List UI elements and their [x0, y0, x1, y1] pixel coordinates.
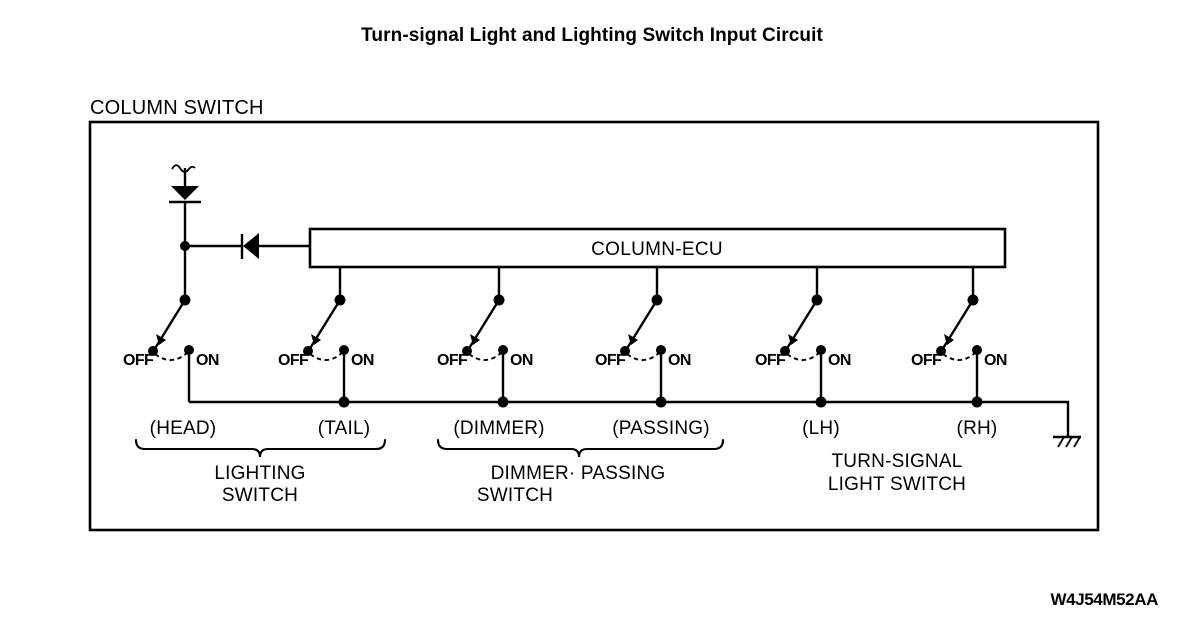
switch-dimmer-off-label: OFF — [437, 352, 468, 369]
switch-lh-travel-arc — [786, 351, 821, 361]
switch-head-travel-arc — [154, 351, 189, 361]
group-label-lighting-line1: LIGHTING — [214, 463, 305, 484]
switch-dimmer-terminal: (DIMMER) — [453, 418, 544, 439]
switch-passing-travel-arc — [626, 351, 661, 361]
switch-tail-off-label: OFF — [278, 352, 309, 369]
switch-passing[interactable]: OFF ON (PASSING) — [595, 267, 710, 439]
ground-icon — [1053, 435, 1081, 448]
switch-head[interactable]: OFF ON (HEAD) — [123, 294, 219, 440]
switch-rh-off-label: OFF — [911, 352, 942, 369]
group-label-turnsignal-line1: TURN-SIGNAL — [832, 451, 963, 472]
switch-lh-off-label: OFF — [755, 352, 786, 369]
switch-lh-on-label: ON — [828, 352, 851, 369]
switch-head-arm-arrow — [156, 334, 166, 345]
ground-rail — [189, 400, 1070, 437]
switch-tail-arm-arrow — [311, 334, 321, 345]
switch-head-off-label: OFF — [123, 352, 154, 369]
switch-rh[interactable]: OFF ON (RH) — [911, 267, 1007, 439]
switch-dimmer-on-label: ON — [510, 352, 533, 369]
group-label-turnsignal-line2: LIGHT SWITCH — [828, 474, 966, 495]
switch-rh-on-label: ON — [984, 352, 1007, 369]
switch-lh-terminal: (LH) — [802, 418, 840, 439]
switch-head-on-label: ON — [196, 352, 219, 369]
switch-passing-off-label: OFF — [595, 352, 626, 369]
enclosure-label: COLUMN SWITCH — [90, 97, 264, 119]
switch-dimmer[interactable]: OFF ON (DIMMER) — [437, 267, 545, 439]
group-label-dimmer-line2: SWITCH — [477, 485, 553, 506]
switch-head-terminal: (HEAD) — [150, 418, 217, 439]
switch-lh[interactable]: OFF ON (LH) — [755, 267, 851, 439]
page-title: Turn-signal Light and Lighting Switch In… — [361, 25, 823, 46]
switch-passing-terminal: (PASSING) — [612, 418, 710, 439]
column-ecu-box — [308, 227, 1007, 269]
group-brace-dimmer-passing — [436, 438, 725, 458]
group-label-lighting-line2: SWITCH — [222, 485, 298, 506]
switch-passing-on-label: ON — [668, 352, 691, 369]
switch-dimmer-travel-arc — [468, 351, 503, 361]
diode-vertical-icon — [169, 186, 201, 204]
switch-dimmer-arm-arrow — [470, 334, 480, 345]
switch-tail-on-label: ON — [351, 352, 374, 369]
column-switch-enclosure — [88, 120, 1100, 532]
switch-tail-terminal: (TAIL) — [318, 418, 371, 439]
switch-lh-arm-arrow — [788, 334, 798, 345]
group-brace-lighting — [134, 438, 387, 458]
column-ecu-label: COLUMN-ECU — [591, 239, 723, 260]
switch-rh-travel-arc — [942, 351, 977, 361]
diode-horizontal-icon — [240, 233, 259, 259]
group-label-dimmer-line1: DIMMER· PASSING — [491, 463, 666, 484]
switch-passing-arm-arrow — [628, 334, 638, 345]
switch-rh-arm-arrow — [944, 334, 954, 345]
switch-tail-travel-arc — [309, 351, 344, 361]
figure-code: W4J54M52AA — [1051, 590, 1159, 609]
switch-rh-terminal: (RH) — [957, 418, 998, 439]
